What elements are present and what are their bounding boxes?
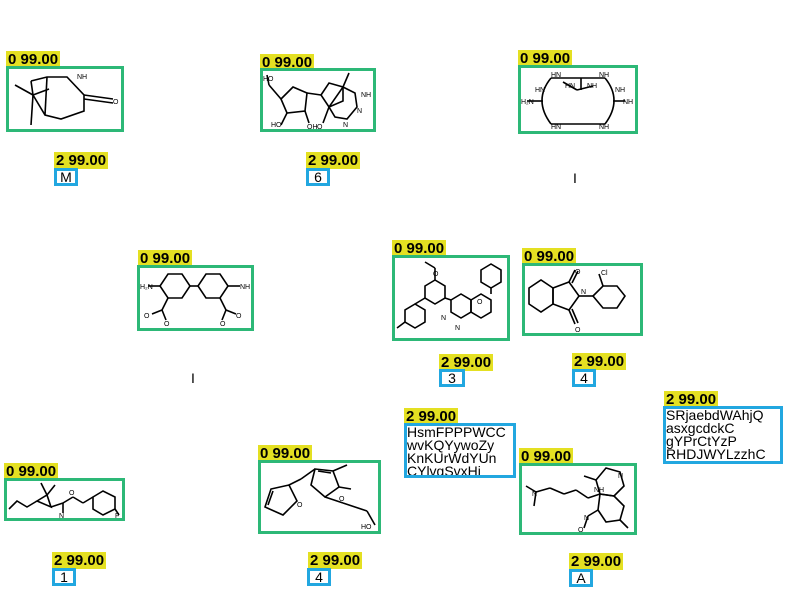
atom-label: NH: [599, 124, 609, 131]
atom-label: HO: [263, 76, 274, 83]
score-tag: 2 99.00: [664, 391, 719, 408]
score-tag: 2 99.00: [404, 408, 459, 425]
compound-label[interactable]: 6: [306, 168, 330, 186]
score-tag: 0 99.00: [392, 240, 447, 257]
compound-label[interactable]: 1: [52, 568, 76, 586]
molecule-box[interactable]: NH O: [6, 66, 124, 132]
atom-label: N: [343, 122, 348, 129]
atom-label: O: [69, 490, 75, 497]
free-text: I: [191, 370, 195, 386]
score-tag: 0 99.00: [260, 54, 315, 71]
molecule-structure: O O N N: [396, 261, 502, 332]
atom-label: NH: [240, 284, 250, 291]
atom-label: O: [578, 527, 584, 532]
molecule-structure: HN NH HN NH H₂N NH NH HN NH HN: [521, 72, 633, 131]
score-tag: 0 99.00: [522, 248, 577, 265]
score-tag: 0 99.00: [258, 445, 313, 462]
atom-label: N: [455, 325, 460, 332]
atom-label: O: [477, 299, 483, 306]
atom-label: HO: [271, 122, 282, 129]
free-text: I: [573, 170, 577, 186]
atom-label: NH: [361, 92, 371, 99]
molecule-structure: O O N Cl: [528, 269, 626, 333]
molecule-structure: NH O: [14, 74, 119, 126]
score-tag: 2 99.00: [54, 152, 109, 169]
score-tag: 2 99.00: [306, 152, 361, 169]
molecule-box[interactable]: O O HO: [258, 460, 381, 534]
score-tag: 2 99.00: [572, 353, 627, 370]
atom-label: NH: [77, 74, 87, 81]
molecule-structure: HO HO OH O N N NH: [263, 72, 371, 129]
molecule-box[interactable]: O O N Cl: [522, 263, 643, 336]
atom-label: O: [297, 502, 303, 509]
atom-label: O: [339, 496, 345, 503]
atom-label: NH: [615, 87, 625, 94]
ocr-text-block[interactable]: HsmFPPPWCC wvKQYywoZy KnKUrWdYUn CYlvgSv…: [404, 423, 516, 478]
score-tag: 0 99.00: [518, 50, 573, 67]
molecule-structure: H₂N NH O O O O: [140, 273, 250, 328]
compound-label[interactable]: 4: [572, 369, 596, 387]
atom-label: O: [144, 313, 150, 320]
atom-label: O: [575, 327, 581, 333]
atom-label: NH: [623, 99, 633, 106]
score-tag: 2 99.00: [569, 553, 624, 570]
molecule-structure: O N F: [8, 482, 120, 518]
atom-label: N: [532, 491, 537, 498]
atom-label: N: [581, 289, 586, 296]
atom-label: O: [236, 313, 242, 320]
atom-label: NH: [594, 487, 604, 494]
atom-label: Cl: [601, 270, 608, 277]
score-tag: 2 99.00: [308, 552, 363, 569]
atom-label: O: [317, 124, 323, 129]
atom-label: N: [59, 513, 64, 518]
atom-label: HO: [361, 524, 372, 531]
atom-label: O: [113, 99, 119, 106]
atom-label: O: [433, 271, 439, 278]
atom-label: N: [584, 515, 589, 522]
score-tag: 0 99.00: [6, 51, 61, 68]
molecule-box[interactable]: H₂N NH O O O O: [137, 265, 254, 331]
atom-label: N: [357, 108, 362, 115]
atom-label: O: [164, 321, 170, 328]
score-tag: 0 99.00: [4, 463, 59, 480]
ocr-text-block[interactable]: SRjaebdWAhjQ asxgcdckC gYPrCtYzP RHDJWYL…: [663, 406, 783, 464]
atom-label: NH: [587, 83, 597, 90]
score-tag: 0 99.00: [519, 448, 574, 465]
atom-label: N: [618, 473, 623, 480]
atom-label: F: [115, 513, 119, 518]
atom-label: H₂N: [140, 284, 153, 291]
molecule-structure: N N NH N O: [525, 467, 629, 532]
atom-label: N: [441, 315, 446, 322]
atom-label: HN: [535, 87, 545, 94]
score-tag: 2 99.00: [52, 552, 107, 569]
score-tag: 2 99.00: [439, 354, 494, 371]
atom-label: NH: [599, 72, 609, 79]
atom-label: O: [220, 321, 226, 328]
atom-label: H₂N: [521, 99, 534, 106]
atom-label: HN: [551, 124, 561, 131]
molecule-structure: O O HO: [264, 464, 376, 531]
atom-label: HN: [551, 72, 561, 79]
molecule-box[interactable]: HO HO OH O N N NH: [260, 68, 376, 132]
score-tag: 0 99.00: [138, 250, 193, 267]
atom-label: O: [575, 269, 581, 276]
compound-label[interactable]: A: [569, 569, 593, 587]
molecule-box[interactable]: O N F: [4, 478, 125, 521]
molecule-box[interactable]: N N NH N O: [519, 463, 637, 535]
molecule-box[interactable]: HN NH HN NH H₂N NH NH HN NH HN: [518, 65, 638, 134]
molecule-box[interactable]: O O N N: [392, 255, 510, 341]
compound-label[interactable]: M: [54, 168, 78, 186]
atom-label: HN: [565, 83, 575, 90]
compound-label[interactable]: 3: [439, 369, 465, 387]
atom-label: OH: [307, 124, 318, 129]
compound-label[interactable]: 4: [307, 568, 331, 586]
